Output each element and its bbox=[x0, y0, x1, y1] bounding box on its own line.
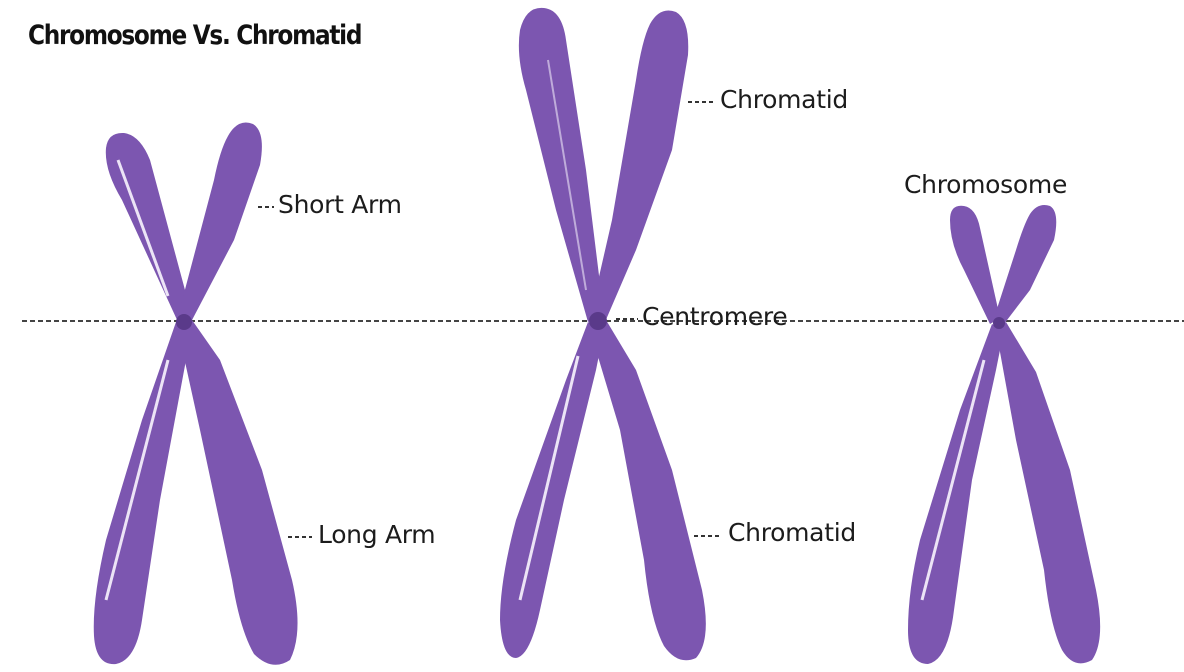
chromosome-left bbox=[94, 123, 298, 665]
label-centromere: Centromere bbox=[642, 302, 787, 331]
label-chromatid-top: Chromatid bbox=[720, 85, 848, 114]
chromosome-right bbox=[908, 205, 1100, 664]
chromatid-arm-lower-right bbox=[178, 320, 298, 665]
label-long-arm: Long Arm bbox=[318, 520, 435, 549]
chromatid-arm-lower-right bbox=[590, 320, 706, 660]
centromere-left bbox=[176, 314, 192, 330]
chromatid-arm-lower-right bbox=[996, 322, 1100, 663]
centromere-middle bbox=[589, 312, 607, 330]
centromere-right bbox=[993, 317, 1005, 329]
diagram-title: Chromosome Vs. Chromatid bbox=[28, 20, 361, 51]
chromatid-arm-lower-left bbox=[908, 324, 1004, 664]
chromatid-arm-upper-left bbox=[950, 206, 1000, 324]
label-chromosome: Chromosome bbox=[904, 170, 1067, 199]
chromatid-arm-lower-left bbox=[94, 322, 192, 664]
chromatid-arm-upper-left bbox=[519, 8, 604, 322]
chromatid-arm-upper-right bbox=[178, 123, 262, 323]
label-chromatid-bottom: Chromatid bbox=[728, 518, 856, 547]
chromatid-arm-upper-right bbox=[994, 205, 1056, 324]
chromosome-middle bbox=[500, 8, 706, 660]
label-short-arm: Short Arm bbox=[278, 190, 402, 219]
chromatid-arm-lower-left bbox=[500, 322, 604, 658]
chromatid-arm-upper-right bbox=[590, 11, 688, 323]
